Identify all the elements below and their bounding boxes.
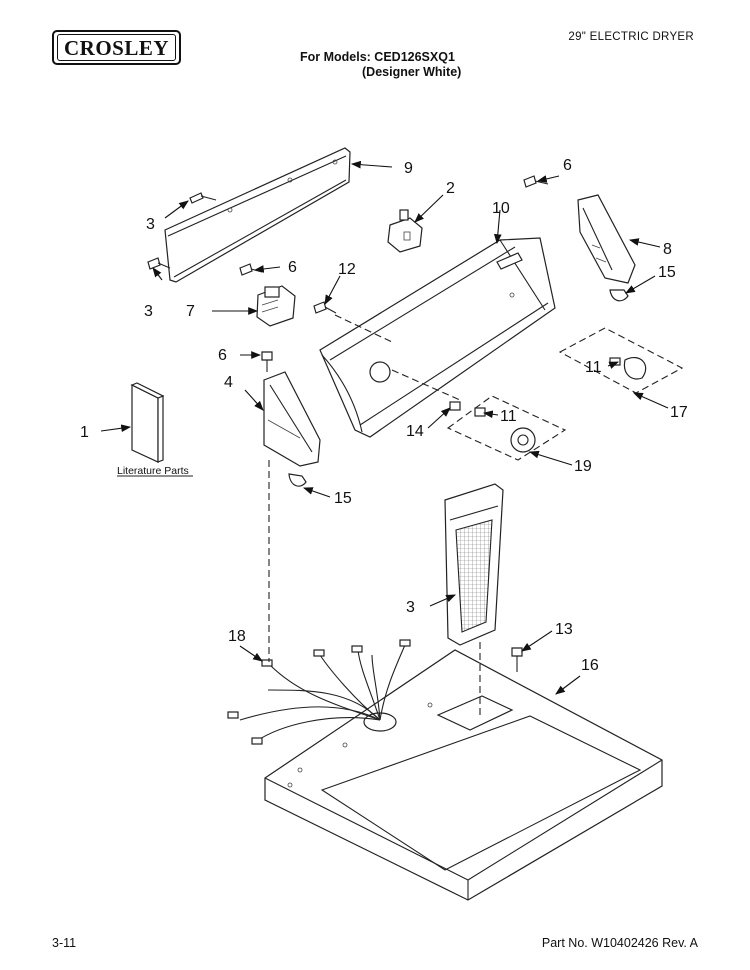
rear-panel-part-5: [164, 147, 351, 283]
callout-7: 7: [186, 303, 195, 320]
top-panel-part-16: [264, 649, 663, 901]
callout-6-mid: 6: [288, 259, 297, 276]
spacer-part-14: [449, 401, 461, 411]
screw-part-6-top: [523, 175, 549, 188]
callout-1: 1: [80, 424, 89, 441]
callout-6-left: 6: [218, 347, 227, 364]
screw-part-3-lower: [147, 257, 171, 270]
brand-logo-text: CROSLEY: [57, 34, 177, 61]
callout-13: 13: [555, 621, 573, 638]
wire-harness-part-18: [227, 639, 411, 745]
screw-part-12: [313, 301, 337, 314]
screw-part-3-upper: [189, 192, 217, 204]
alignment-lines: [268, 314, 481, 716]
literature-parts-label: Literature Parts: [117, 465, 189, 477]
clip-part-15-left: [288, 473, 307, 487]
callout-15-right: 15: [658, 264, 676, 281]
right-end-cap-part-8: [577, 194, 636, 284]
callout-4: 4: [224, 374, 233, 391]
model-heading: For Models: CED126SXQ1 (Designer White): [300, 50, 461, 80]
callout-labels: 9 2 3 3 6 10 6 12 7 8 15 6 4 11 17 1 11 …: [80, 157, 688, 674]
callout-19: 19: [574, 458, 592, 475]
part-number: Part No. W10402426 Rev. A: [541, 936, 698, 950]
callout-16: 16: [581, 657, 599, 674]
knob-assembly-part-17: [558, 327, 684, 394]
callout-5: 9: [404, 160, 413, 177]
callout-12: 12: [338, 261, 356, 278]
callout-11-left: 11: [500, 408, 517, 425]
callout-9: 10: [492, 200, 510, 217]
finish-line: (Designer White): [362, 65, 462, 79]
callout-10: 3: [406, 599, 415, 616]
literature-part-1: [130, 382, 165, 463]
left-end-cap-part-4: [263, 371, 321, 467]
page-number: 3-11: [52, 936, 77, 950]
callout-8: 8: [663, 241, 672, 258]
clip-part-15-right: [609, 289, 629, 302]
callout-6-top: 6: [563, 157, 572, 174]
callout-3-upper: 3: [146, 216, 155, 233]
knob-assembly-part-19: [446, 395, 567, 461]
callout-15-left: 15: [334, 490, 352, 507]
callout-17: 17: [670, 404, 688, 421]
callout-arrows: [100, 160, 669, 695]
callout-2: 2: [446, 180, 455, 197]
screw-part-13: [511, 647, 523, 672]
callout-11-right: 11: [585, 359, 602, 376]
callout-3-lower: 3: [144, 303, 153, 320]
lint-screen-part-10: [444, 483, 504, 646]
models-line: For Models: CED126SXQ1: [300, 50, 455, 64]
brand-logo: CROSLEY: [52, 30, 182, 65]
callout-18: 18: [228, 628, 246, 645]
screw-part-6-left: [261, 351, 273, 372]
document-title: 29" ELECTRIC DRYER: [568, 31, 694, 43]
timer-part-7: [256, 285, 296, 327]
callout-14: 14: [406, 423, 424, 440]
switch-part-2: [387, 209, 423, 253]
